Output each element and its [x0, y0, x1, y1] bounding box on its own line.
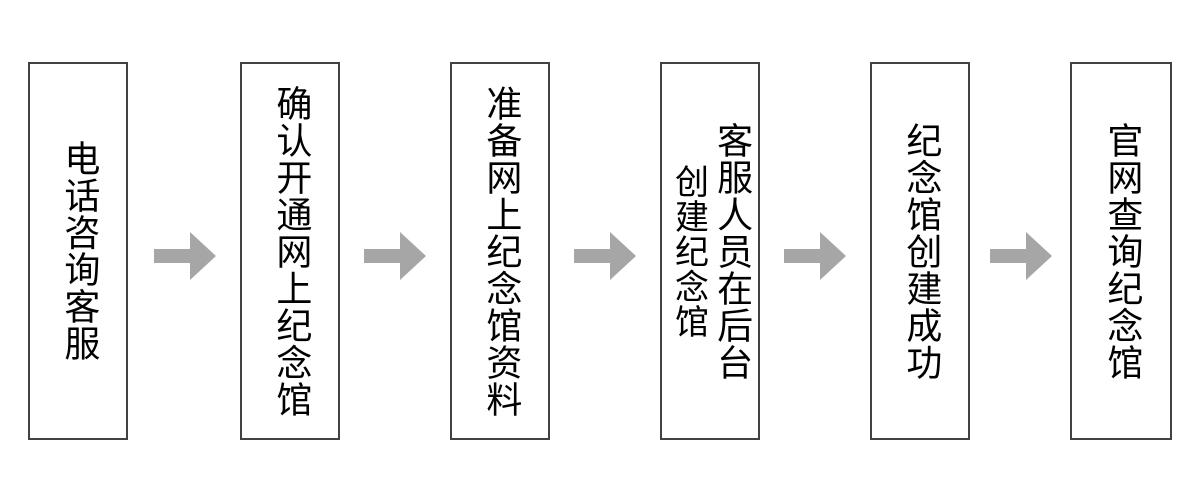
process-node-step-3[interactable]: 准备网上纪念馆资料 — [450, 62, 550, 440]
flow-arrow-right-icon-1 — [154, 228, 216, 284]
process-node-step-1[interactable]: 电话咨询客服 — [28, 62, 128, 440]
node-label-step-1: 电话咨询客服 — [58, 140, 100, 362]
node-label-step-4-col1: 客服人员在后台 — [711, 121, 753, 381]
node-label-step-2: 确认开通网上纪念馆 — [270, 84, 312, 418]
process-node-step-5[interactable]: 纪念馆创建成功 — [870, 62, 970, 440]
flow-arrow-right-icon-3 — [574, 228, 636, 284]
flow-arrow-right-icon-5 — [990, 228, 1052, 284]
process-node-step-2[interactable]: 确认开通网上纪念馆 — [240, 62, 340, 440]
node-label-step-4-col2: 创建纪念馆 — [668, 163, 709, 339]
flow-arrow-right-icon-4 — [784, 228, 846, 284]
node-label-step-3: 准备网上纪念馆资料 — [480, 84, 522, 418]
node-label-step-5: 纪念馆创建成功 — [900, 121, 942, 381]
process-node-step-6[interactable]: 官网查询纪念馆 — [1070, 62, 1172, 440]
node-label-step-6: 官网查询纪念馆 — [1101, 121, 1143, 381]
flow-arrow-right-icon-2 — [364, 228, 426, 284]
process-node-step-4[interactable]: 客服人员在后台 创建纪念馆 — [660, 62, 760, 440]
